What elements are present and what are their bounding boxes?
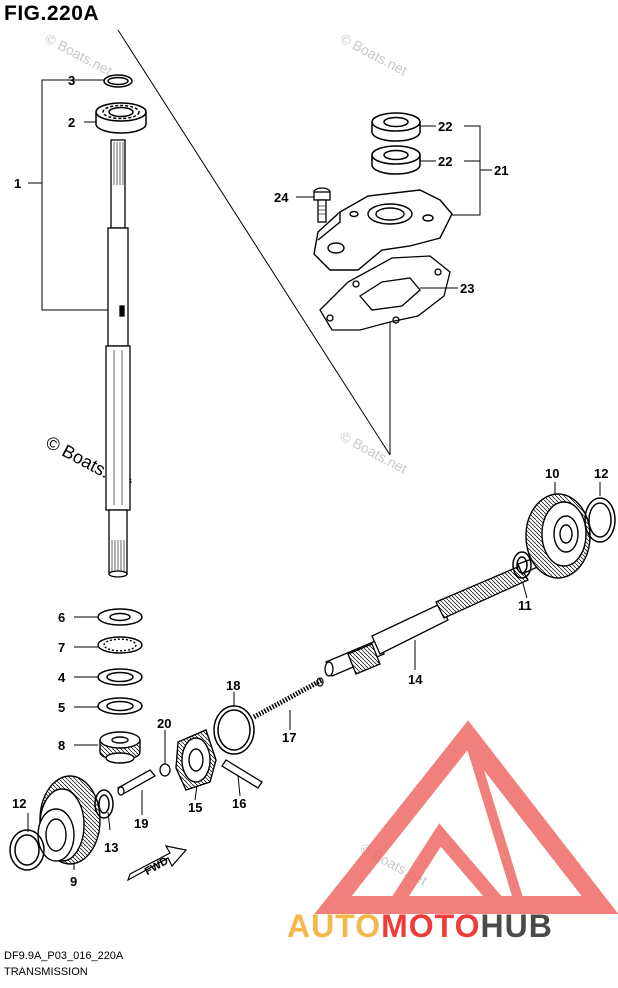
callout-17: 17 (282, 730, 296, 745)
part-8-pinion-gear (99, 731, 141, 764)
callout-18: 18 (226, 678, 240, 693)
callout-23: 23 (460, 281, 474, 296)
part-18-ring (213, 705, 255, 755)
callout-22-lower: 22 (438, 154, 452, 169)
callout-12-right: 12 (594, 466, 608, 481)
brand-part-hub: HUB (480, 908, 553, 944)
callout-10: 10 (545, 466, 559, 481)
figure-code: DF9.9A_P03_016_220A (4, 950, 124, 962)
part-20-ball (159, 763, 171, 777)
part-17-spring (252, 677, 324, 720)
part-16-pin (221, 759, 263, 789)
part-22-oil-seal-lower (371, 145, 421, 175)
part-12-shim-right (584, 497, 616, 543)
brand-part-auto: AUTO (287, 908, 382, 944)
part-14-propeller-shaft (324, 555, 545, 677)
callout-22-upper: 22 (438, 119, 452, 134)
brand-logo-icon (314, 720, 618, 914)
fwd-direction-arrow: FWD (126, 845, 188, 882)
part-23-gasket (319, 255, 451, 331)
callout-14: 14 (408, 672, 423, 687)
part-15-clutch (175, 729, 217, 791)
callout-9: 9 (70, 874, 77, 889)
callout-11: 11 (518, 598, 532, 613)
callout-2: 2 (68, 115, 75, 130)
fwd-label: FWD (143, 855, 171, 878)
part-7-thrust-bearing (97, 636, 143, 654)
part-24-bolt (313, 187, 331, 223)
callout-21: 21 (494, 163, 508, 178)
part-11-washer (512, 551, 532, 579)
callout-8: 8 (58, 738, 65, 753)
part-13-washer (94, 789, 114, 819)
callout-4: 4 (58, 670, 66, 685)
part-2-bearing (95, 102, 147, 134)
part-5-thrust-washer (97, 697, 143, 715)
leader-lines (27, 29, 601, 870)
part-12-shim-left (9, 829, 45, 871)
callout-5: 5 (58, 700, 65, 715)
callout-19: 19 (134, 816, 148, 831)
part-6-thrust-washer (97, 608, 143, 626)
part-10-forward-gear (525, 493, 591, 579)
callout-24: 24 (274, 190, 289, 205)
callout-3: 3 (68, 73, 75, 88)
callout-12-left: 12 (12, 796, 26, 811)
callout-1: 1 (14, 176, 21, 191)
callout-13: 13 (104, 840, 118, 855)
part-21-seal-housing (313, 189, 453, 271)
callout-16: 16 (232, 796, 246, 811)
callout-15: 15 (188, 800, 202, 815)
part-1-drive-shaft (105, 139, 131, 578)
callout-6: 6 (58, 610, 65, 625)
callout-7: 7 (58, 640, 65, 655)
figure-caption: TRANSMISSION (4, 966, 88, 978)
brand-part-moto: MOTO (381, 908, 481, 944)
part-4-shim (97, 668, 143, 686)
brand-wordmark: AUTOMOTOHUB (287, 908, 553, 945)
part-22-oil-seal-upper (371, 112, 421, 142)
part-9-reverse-gear (37, 775, 101, 865)
part-19-pin (117, 769, 156, 796)
callout-20: 20 (157, 716, 171, 731)
figure-title: FIG.220A (4, 2, 100, 25)
part-3-circlip (103, 74, 133, 88)
